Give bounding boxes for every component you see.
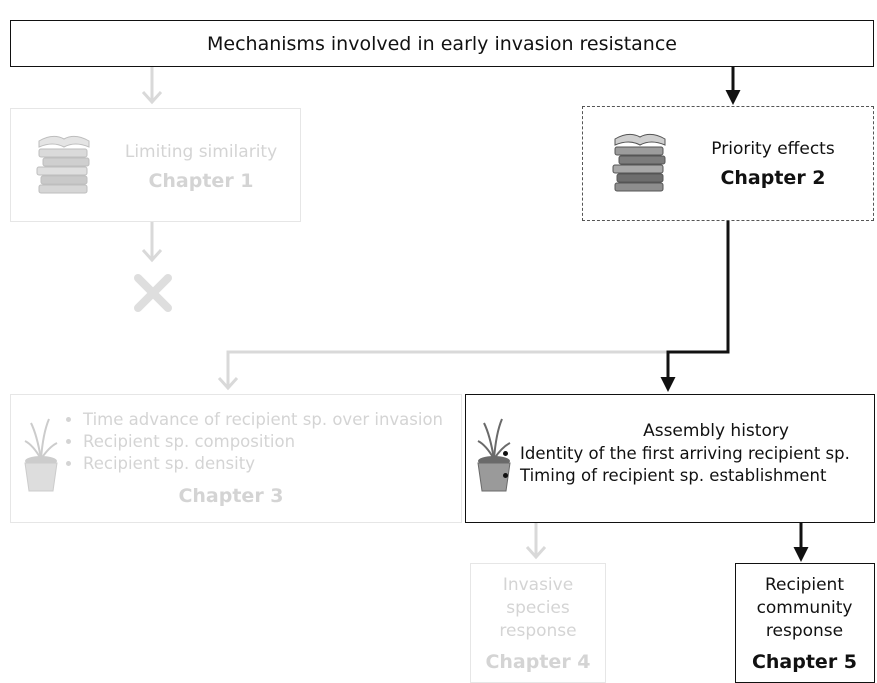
limiting-similarity-label: Limiting similarity bbox=[124, 142, 278, 162]
limiting-similarity-box: Limiting similarity Chapter 1 bbox=[10, 108, 301, 222]
list-item: Timing of recipient sp. establishment bbox=[520, 465, 850, 487]
recipient-response-line-2: community bbox=[756, 598, 853, 618]
faded-connectors bbox=[141, 67, 668, 560]
chapter-3-list: Time advance of recipient sp. over invas… bbox=[61, 409, 443, 475]
assembly-history-label: Assembly history bbox=[643, 421, 789, 441]
list-item: Recipient sp. composition bbox=[83, 431, 443, 453]
chapter-4-box: Invasive species response Chapter 4 bbox=[470, 563, 606, 683]
title-box: Mechanisms involved in early invasion re… bbox=[10, 20, 874, 67]
potted-plant-icon bbox=[477, 418, 511, 492]
priority-effects-label: Priority effects bbox=[711, 139, 835, 159]
invasive-response-line-1: Invasive bbox=[502, 575, 574, 595]
chapter-5-label: Chapter 5 bbox=[751, 651, 858, 673]
active-connectors bbox=[660, 67, 809, 562]
invasive-response-line-2: species bbox=[506, 598, 570, 618]
assembly-history-box: Assembly history Identity of the first a… bbox=[465, 394, 875, 523]
list-item: Identity of the first arriving recipient… bbox=[520, 443, 850, 465]
books-icon bbox=[612, 133, 666, 192]
diagram-title: Mechanisms involved in early invasion re… bbox=[207, 32, 677, 55]
recipient-response-line-1: Recipient bbox=[765, 575, 844, 595]
chapter-2-label: Chapter 2 bbox=[720, 167, 826, 189]
chapter-5-box: Recipient community response Chapter 5 bbox=[735, 563, 875, 683]
chapter-3-box: Time advance of recipient sp. over invas… bbox=[10, 394, 462, 523]
books-icon bbox=[36, 135, 90, 194]
priority-effects-box: Priority effects Chapter 2 bbox=[582, 106, 874, 221]
list-item: Recipient sp. density bbox=[83, 453, 443, 475]
chapter-1-label: Chapter 1 bbox=[148, 170, 254, 192]
chapter-3-label: Chapter 3 bbox=[178, 485, 284, 507]
recipient-response-line-3: response bbox=[765, 621, 844, 641]
assembly-history-list: Identity of the first arriving recipient… bbox=[498, 443, 850, 487]
list-item: Time advance of recipient sp. over invas… bbox=[83, 409, 443, 431]
potted-plant-icon bbox=[24, 418, 58, 492]
invasive-response-line-3: response bbox=[499, 621, 577, 641]
chapter-4-label: Chapter 4 bbox=[485, 651, 591, 673]
cross-icon bbox=[134, 274, 172, 312]
